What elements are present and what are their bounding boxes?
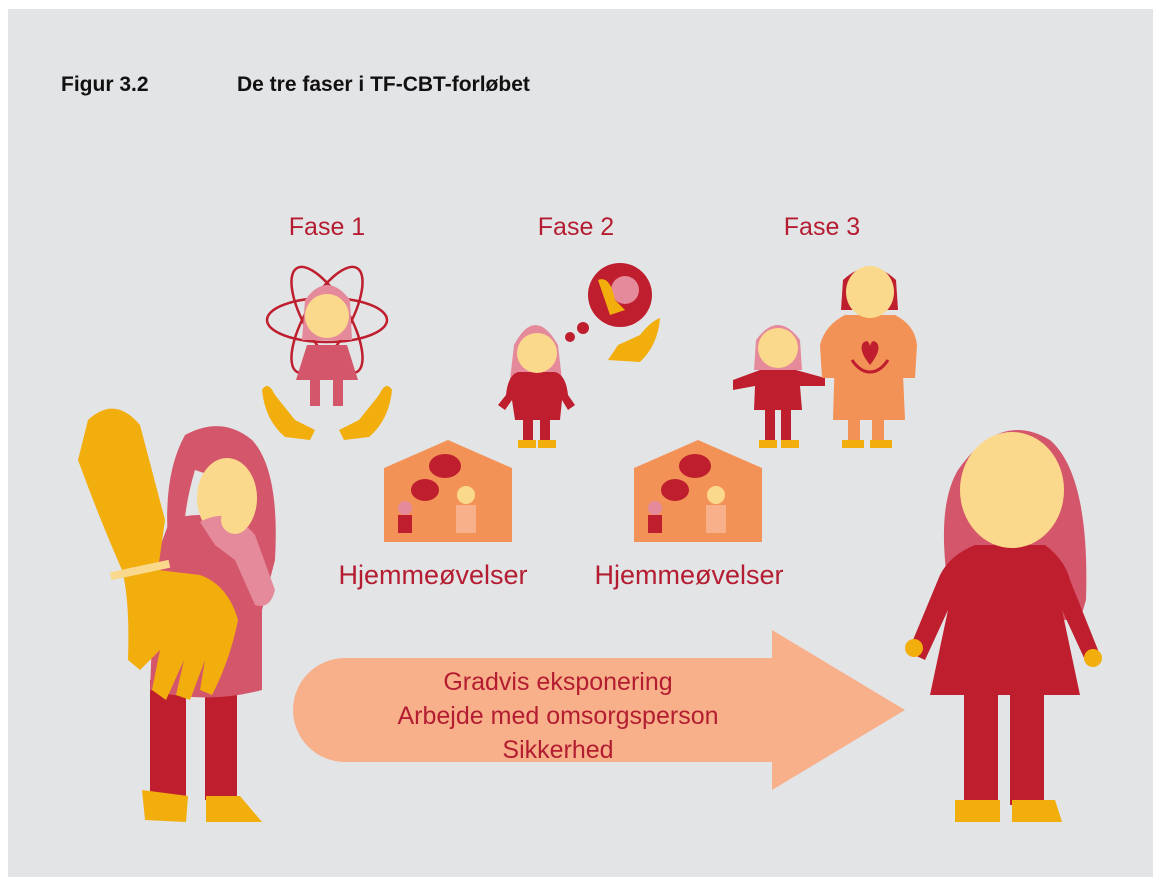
phase-3-label: Fase 3 xyxy=(784,213,860,241)
homework-house-2 xyxy=(634,440,762,542)
homework-house-1 xyxy=(384,440,512,542)
phase-2-illustration xyxy=(498,263,660,448)
arrow-line-2: Arbejde med omsorgsperson xyxy=(398,702,719,730)
homework-label-1: Hjemmeøvelser xyxy=(338,560,527,590)
distressed-child-figure xyxy=(78,408,276,822)
phase-2-label: Fase 2 xyxy=(538,213,614,241)
calm-child-figure xyxy=(905,430,1102,822)
homework-label-2: Hjemmeøvelser xyxy=(594,560,783,590)
phase-1-label: Fase 1 xyxy=(289,213,365,241)
phase-3-illustration xyxy=(733,266,917,448)
arrow-line-1: Gradvis eksponering xyxy=(443,668,672,696)
phase-1-illustration xyxy=(262,265,392,440)
figure-title: De tre faser i TF-CBT-forløbet xyxy=(237,73,530,96)
arrow-line-3: Sikkerhed xyxy=(502,736,613,764)
figure-label: Figur 3.2 xyxy=(61,73,149,96)
progress-arrow: Gradvis eksponering Arbejde med omsorgsp… xyxy=(293,630,905,790)
